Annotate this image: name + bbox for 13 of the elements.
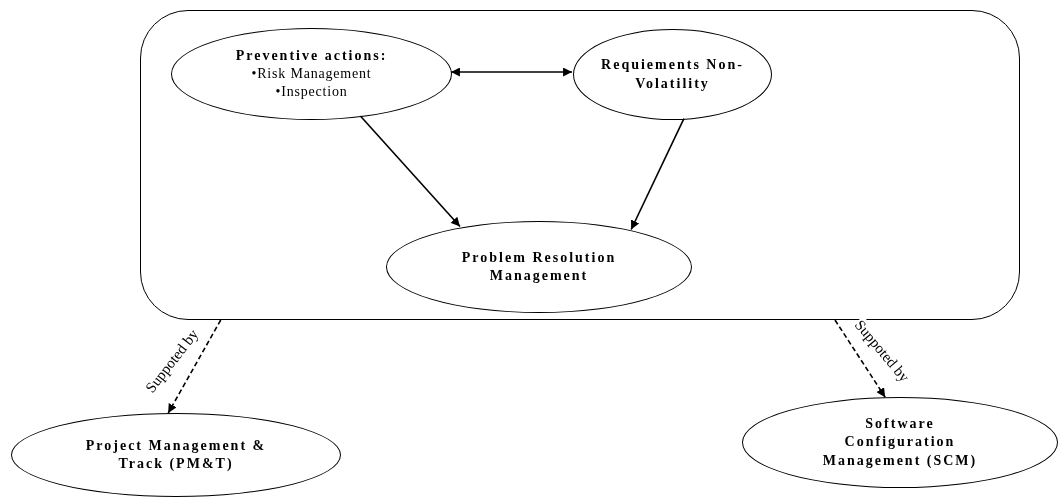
- arrow: [630, 117, 685, 231]
- arrow: [359, 115, 461, 228]
- rounded-container: [140, 10, 1020, 320]
- arrow: [167, 319, 222, 414]
- node-label: Preventive actions:: [235, 46, 388, 65]
- bullet-item: •Inspection: [275, 83, 348, 102]
- arrow: [450, 67, 573, 77]
- bullet-item: •Risk Management: [251, 64, 372, 83]
- node-label: Project Management & Track (PM&T): [84, 436, 268, 473]
- node-label: Software Configuration Management (SCM): [821, 415, 979, 470]
- node-label: Requiements Non-Volatility: [600, 56, 745, 93]
- arrow: [834, 319, 886, 398]
- node-label: Problem Resolution Management: [460, 248, 618, 285]
